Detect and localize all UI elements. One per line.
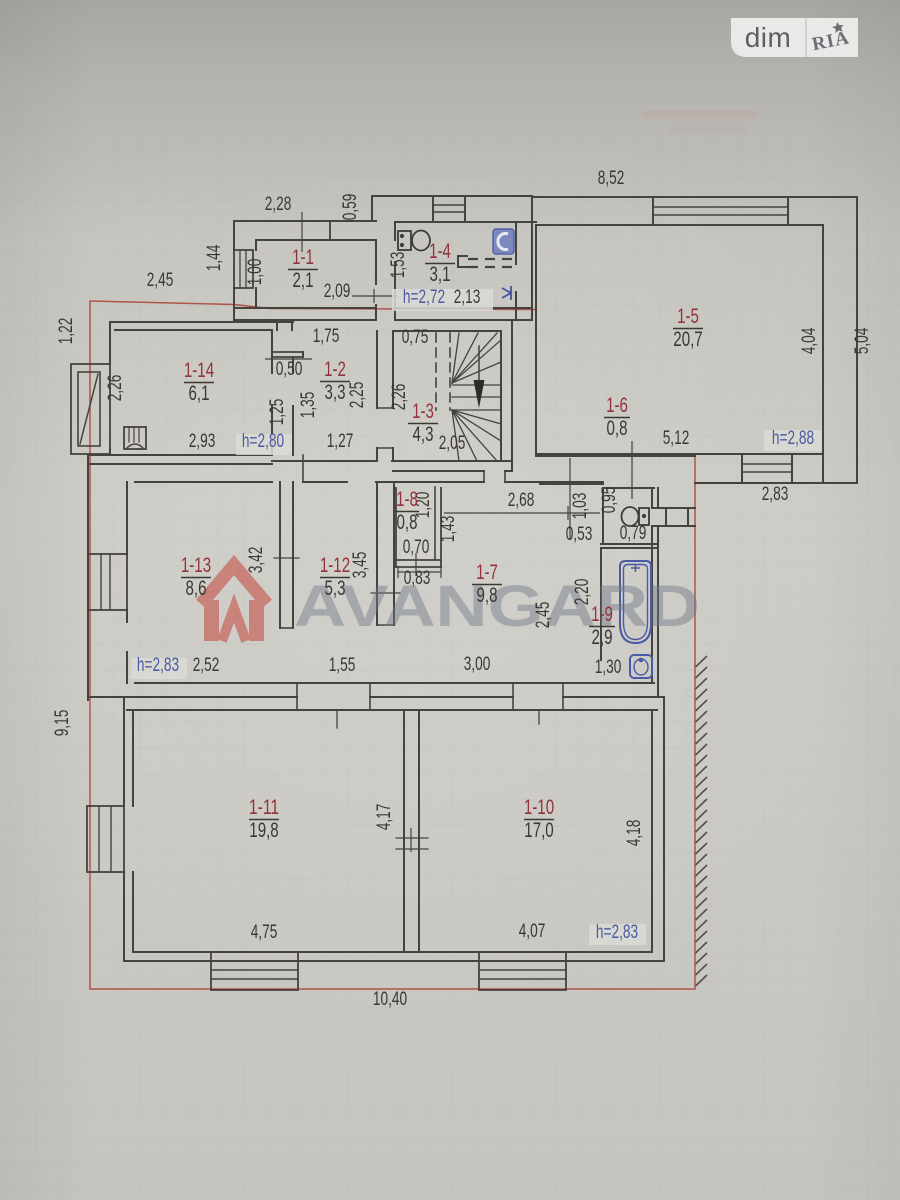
- svg-text:5,04: 5,04: [852, 327, 873, 354]
- svg-text:h=2,72: h=2,72: [403, 287, 445, 308]
- svg-text:9,8: 9,8: [477, 584, 498, 607]
- svg-text:8,52: 8,52: [598, 168, 625, 189]
- svg-text:1-8: 1-8: [396, 488, 418, 511]
- svg-text:1,00: 1,00: [245, 259, 266, 286]
- svg-text:1-5: 1-5: [677, 305, 699, 328]
- svg-text:1-3: 1-3: [412, 400, 434, 423]
- svg-text:2,52: 2,52: [193, 655, 220, 676]
- svg-text:2,05: 2,05: [439, 433, 466, 454]
- svg-text:2,45: 2,45: [147, 270, 174, 291]
- svg-text:1,35: 1,35: [298, 392, 319, 419]
- svg-text:0,8: 0,8: [607, 417, 628, 440]
- svg-text:0,79: 0,79: [620, 523, 647, 544]
- svg-text:1-7: 1-7: [476, 561, 498, 584]
- svg-text:1,27: 1,27: [327, 431, 354, 452]
- svg-text:1,03: 1,03: [570, 493, 591, 520]
- svg-text:17,0: 17,0: [524, 819, 553, 842]
- svg-text:4,07: 4,07: [519, 921, 546, 942]
- svg-text:4,04: 4,04: [799, 327, 820, 354]
- svg-text:3,1: 3,1: [430, 263, 451, 286]
- svg-text:0,53: 0,53: [566, 524, 593, 545]
- svg-text:1-14: 1-14: [184, 359, 215, 382]
- svg-text:2,09: 2,09: [324, 281, 351, 302]
- svg-text:2,25: 2,25: [347, 382, 368, 409]
- svg-text:5,12: 5,12: [663, 428, 690, 449]
- svg-text:2,93: 2,93: [189, 431, 216, 452]
- svg-text:4,18: 4,18: [624, 820, 645, 847]
- svg-text:2,13: 2,13: [454, 287, 481, 308]
- svg-text:0,70: 0,70: [403, 537, 430, 558]
- svg-text:1,25: 1,25: [267, 399, 288, 426]
- svg-text:2,45: 2,45: [533, 602, 554, 629]
- svg-text:1,22: 1,22: [56, 318, 77, 345]
- svg-text:dim: dim: [745, 22, 792, 53]
- svg-text:1,55: 1,55: [329, 655, 356, 676]
- svg-text:1-11: 1-11: [249, 796, 279, 819]
- svg-text:2,26: 2,26: [389, 384, 410, 411]
- svg-text:1-4: 1-4: [429, 240, 451, 263]
- svg-text:1,43: 1,43: [438, 516, 459, 543]
- svg-text:3,00: 3,00: [464, 654, 491, 675]
- svg-text:0,75: 0,75: [402, 327, 429, 348]
- svg-text:h=2,83: h=2,83: [596, 922, 638, 943]
- svg-text:20,7: 20,7: [673, 328, 702, 351]
- svg-text:1-9: 1-9: [591, 603, 613, 626]
- svg-text:10,40: 10,40: [373, 989, 407, 1010]
- svg-text:0,59: 0,59: [340, 194, 361, 221]
- svg-text:0,95: 0,95: [599, 487, 620, 514]
- svg-text:1,75: 1,75: [313, 326, 340, 347]
- svg-text:0,83: 0,83: [404, 568, 431, 589]
- svg-text:1-2: 1-2: [324, 358, 346, 381]
- svg-text:2,68: 2,68: [508, 490, 535, 511]
- svg-text:8,6: 8,6: [186, 577, 207, 600]
- svg-text:2,9: 2,9: [592, 626, 613, 649]
- svg-text:5,3: 5,3: [325, 577, 346, 600]
- svg-text:4,75: 4,75: [251, 922, 278, 943]
- svg-text:0,8: 0,8: [397, 511, 418, 534]
- svg-text:4,3: 4,3: [413, 423, 434, 446]
- svg-text:19,8: 19,8: [249, 819, 278, 842]
- svg-text:1-12: 1-12: [320, 554, 350, 577]
- svg-text:1,53: 1,53: [388, 252, 409, 279]
- svg-text:9,15: 9,15: [52, 710, 73, 737]
- svg-text:0,50: 0,50: [276, 359, 303, 380]
- svg-text:1-1: 1-1: [292, 246, 314, 269]
- svg-text:2,28: 2,28: [265, 194, 292, 215]
- svg-text:h=2,83: h=2,83: [137, 655, 179, 676]
- svg-text:1,30: 1,30: [595, 657, 622, 678]
- svg-text:2,1: 2,1: [293, 269, 314, 292]
- svg-text:3,3: 3,3: [325, 381, 346, 404]
- svg-text:3,45: 3,45: [350, 552, 371, 579]
- svg-text:2,20: 2,20: [572, 579, 593, 606]
- svg-text:4,17: 4,17: [374, 804, 395, 831]
- svg-text:1-10: 1-10: [524, 796, 554, 819]
- svg-text:h=2,88: h=2,88: [772, 428, 814, 449]
- svg-text:2,26: 2,26: [105, 375, 126, 402]
- svg-text:6,1: 6,1: [189, 382, 210, 405]
- svg-text:1-13: 1-13: [181, 554, 211, 577]
- svg-text:1-6: 1-6: [606, 394, 628, 417]
- svg-text:h=2,80: h=2,80: [242, 431, 284, 452]
- svg-text:2,83: 2,83: [762, 484, 789, 505]
- svg-text:1,44: 1,44: [204, 244, 225, 271]
- svg-text:3,42: 3,42: [246, 547, 267, 574]
